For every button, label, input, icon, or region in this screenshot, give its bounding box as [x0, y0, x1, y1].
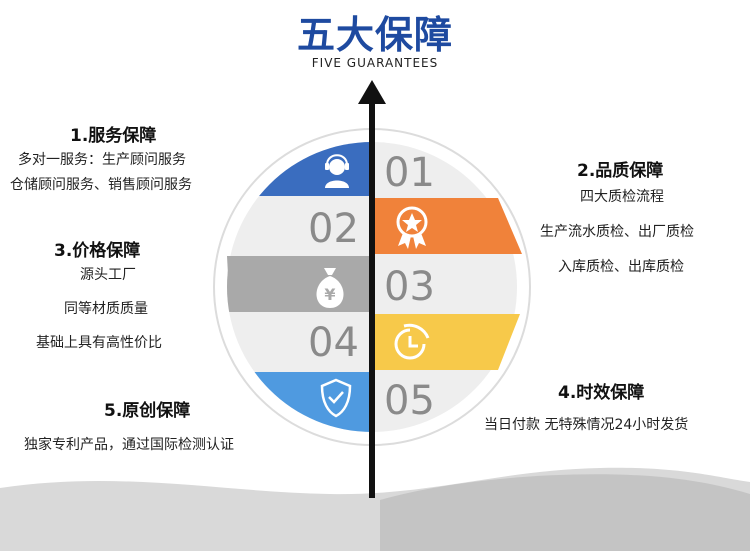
- heading-price: 3.价格保障: [54, 241, 141, 261]
- arrow-shaft: [369, 100, 375, 498]
- quality-line-3: 入库质检、出库质检: [558, 259, 684, 275]
- shield-check-icon: [320, 378, 352, 418]
- customer-service-icon: [325, 154, 349, 188]
- number-01: 01: [384, 150, 435, 196]
- number-04: 04: [308, 320, 359, 366]
- page-subtitle: FIVE GUARANTEES: [311, 56, 439, 70]
- quality-line-1: 四大质检流程: [580, 189, 664, 205]
- number-05: 05: [384, 378, 435, 424]
- money-bag-icon: ¥: [316, 268, 344, 308]
- original-line-1: 独家专利产品，通过国际检测认证: [24, 437, 234, 453]
- badge-star-icon: [396, 206, 428, 249]
- service-line-1: 多对一服务：生产顾问服务: [18, 152, 186, 168]
- heading-timeliness: 4.时效保障: [558, 383, 645, 403]
- price-line-1: 源头工厂: [80, 267, 136, 283]
- arrow-head: [358, 80, 386, 104]
- quality-line-2: 生产流水质检、出厂质检: [540, 224, 694, 240]
- number-03: 03: [384, 264, 435, 310]
- price-line-2: 同等材质质量: [64, 301, 148, 317]
- heading-quality: 2.品质保障: [577, 161, 664, 181]
- price-line-3: 基础上具有高性价比: [36, 335, 162, 351]
- clock-icon: [394, 323, 430, 360]
- svg-text:¥: ¥: [324, 285, 335, 304]
- bottom-wave-dark: [380, 474, 750, 551]
- page-title: 五大保障: [296, 13, 453, 57]
- number-02: 02: [308, 206, 359, 252]
- heading-original: 5.原创保障: [104, 401, 191, 421]
- timeliness-line-1: 当日付款 无特殊情况24小时发货: [484, 417, 689, 433]
- service-line-2: 仓储顾问服务、销售顾问服务: [10, 177, 192, 193]
- heading-service: 1.服务保障: [70, 126, 157, 146]
